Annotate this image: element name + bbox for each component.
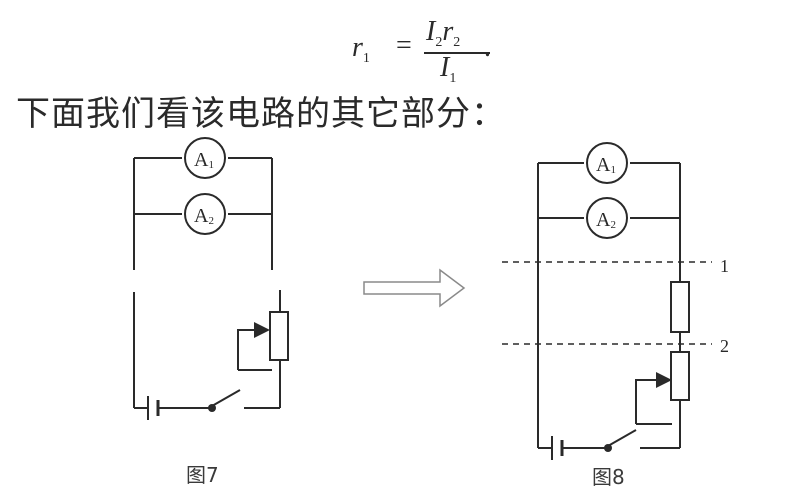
switch-pivot-7 bbox=[208, 404, 216, 412]
formula: r1 = I2r2 I1 . bbox=[352, 16, 522, 86]
svg-text:A1: A1 bbox=[596, 154, 616, 176]
hollow-arrow bbox=[363, 268, 466, 308]
switch-pivot-8 bbox=[604, 444, 612, 452]
dashed-line-2-label: 2 bbox=[720, 336, 729, 356]
intro-sentence: 下面我们看该电路的其它部分： bbox=[16, 94, 506, 134]
figure-8-caption: 图8 bbox=[592, 465, 625, 489]
ammeter-a1-fig7: A1 bbox=[184, 137, 226, 179]
figure-7-caption: 图7 bbox=[186, 463, 219, 487]
ammeter-a2-fig7: A2 bbox=[184, 193, 226, 235]
ammeter-a2-fig8: A2 bbox=[586, 197, 628, 239]
formula-lhs: r1 bbox=[352, 32, 370, 66]
svg-text:A2: A2 bbox=[596, 209, 616, 231]
formula-numerator: I2r2 bbox=[426, 16, 461, 50]
svg-text:A2: A2 bbox=[194, 205, 214, 227]
formula-equals: = bbox=[396, 30, 412, 61]
formula-denominator: I1 bbox=[440, 52, 457, 86]
formula-period: . bbox=[484, 32, 491, 63]
svg-text:A1: A1 bbox=[194, 149, 214, 171]
dashed-line-1-label: 1 bbox=[720, 256, 729, 276]
figure-7 bbox=[133, 157, 289, 420]
fraction-bar bbox=[424, 52, 490, 54]
ammeter-a1-fig8: A1 bbox=[586, 142, 628, 184]
